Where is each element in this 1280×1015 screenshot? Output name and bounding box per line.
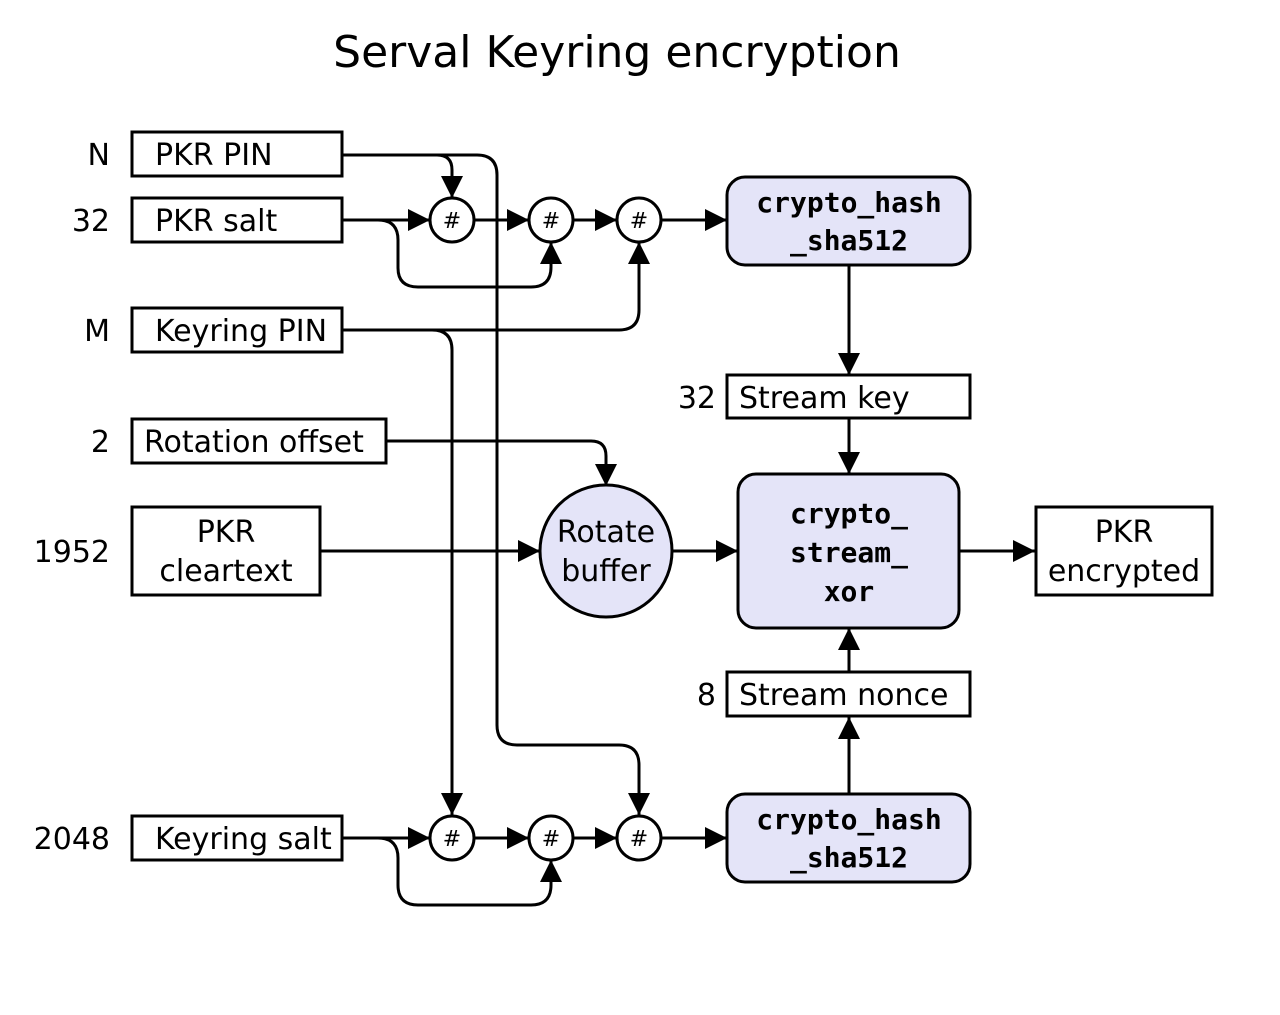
hash-node-circle — [428, 814, 476, 862]
function-label-line-1: crypto_ — [790, 497, 908, 530]
hash-node-circle — [527, 196, 575, 244]
hash-symbol: # — [443, 827, 461, 852]
input-box — [130, 196, 344, 244]
function-box — [725, 175, 972, 267]
hash-node-bottom-1: # — [428, 814, 476, 862]
wire-keyring-salt-to-bottom-hash2 — [342, 836, 562, 907]
input-pkr-salt: 32 PKR salt — [72, 196, 344, 244]
input-box — [130, 130, 344, 178]
input-label-line-2: cleartext — [159, 554, 292, 589]
input-pkr-pin: N PKR PIN — [88, 130, 344, 178]
input-box — [130, 505, 322, 597]
input-label-line-1: PKR — [197, 515, 256, 550]
function-label-line-2: _sha512 — [790, 224, 908, 257]
wire-pkr-salt-to-hash2 — [342, 218, 562, 289]
input-box — [130, 306, 344, 354]
rotate-label-line-2: buffer — [561, 554, 651, 589]
rotate-buffer: Rotate buffer — [538, 483, 674, 619]
size-label: M — [84, 314, 110, 349]
size-label: 32 — [678, 381, 716, 416]
wire-rotation-offset-to-rotate — [386, 439, 617, 486]
hash-node-circle — [428, 196, 476, 244]
input-label: PKR PIN — [155, 138, 273, 173]
input-keyring-pin: M Keyring PIN — [84, 306, 344, 354]
input-box — [130, 417, 388, 465]
hash-node-circle — [527, 814, 575, 862]
input-pkr-cleartext: 1952 PKR cleartext — [34, 505, 322, 597]
hash-node-circle — [615, 814, 663, 862]
hash-node-top-3: # — [615, 196, 663, 244]
wires — [320, 153, 1035, 907]
function-label-line-2: stream_ — [790, 536, 908, 569]
function-label-line-3: xor — [824, 575, 875, 608]
input-box — [130, 814, 344, 862]
wire-keyring-pin-to-hash3 — [342, 242, 650, 332]
rotate-buffer-circle — [538, 483, 674, 619]
value-box — [725, 373, 972, 420]
input-label: Rotation offset — [144, 425, 364, 460]
hash-node-bottom-3: # — [615, 814, 663, 862]
output-label-line-2: encrypted — [1048, 554, 1200, 589]
hash-node-bottom-2: # — [527, 814, 575, 862]
wire-pkr-pin-to-bottom-hash3 — [342, 153, 650, 815]
size-label: 8 — [697, 678, 716, 713]
output-pkr-encrypted: PKR encrypted — [1034, 505, 1214, 597]
input-keyring-salt: 2048 Keyring salt — [34, 814, 344, 862]
function-box — [725, 792, 972, 884]
crypto-stream-xor: crypto_ stream_ xor — [736, 472, 961, 630]
hash-node-top-2: # — [527, 196, 575, 244]
function-label-line-1: crypto_hash — [756, 186, 941, 219]
crypto-hash-bottom: crypto_hash _sha512 — [725, 792, 972, 884]
input-label: PKR salt — [155, 204, 277, 239]
function-label-line-1: crypto_hash — [756, 803, 941, 836]
crypto-hash-top: crypto_hash _sha512 — [725, 175, 972, 267]
wire-keyring-pin-to-bottom-hash1 — [342, 328, 463, 815]
stream-key: 32 Stream key — [678, 373, 972, 420]
size-label: 2048 — [34, 822, 110, 857]
output-label-line-1: PKR — [1095, 515, 1154, 550]
function-label-line-2: _sha512 — [790, 841, 908, 874]
rotate-label-line-1: Rotate — [557, 515, 655, 550]
hash-symbol: # — [542, 209, 560, 234]
function-box — [736, 472, 961, 630]
hash-symbol: # — [630, 827, 648, 852]
size-label: 32 — [72, 204, 110, 239]
output-box — [1034, 505, 1214, 597]
hash-symbol: # — [542, 827, 560, 852]
hash-node-top-1: # — [428, 196, 476, 244]
stream-nonce: 8 Stream nonce — [697, 670, 972, 718]
size-label: 1952 — [34, 535, 110, 570]
hash-node-circle — [615, 196, 663, 244]
input-label: Keyring PIN — [155, 314, 327, 349]
input-label: Keyring salt — [155, 822, 332, 857]
size-label: 2 — [91, 425, 110, 460]
size-label: N — [88, 138, 110, 173]
hash-symbol: # — [630, 209, 648, 234]
page-title: Serval Keyring encryption — [333, 27, 901, 78]
value-label: Stream nonce — [739, 678, 948, 713]
hash-symbol: # — [443, 209, 461, 234]
value-box — [725, 670, 972, 718]
value-label: Stream key — [739, 381, 910, 416]
wire-pkr-pin-to-hash1 — [342, 153, 463, 198]
input-rotation-offset: 2 Rotation offset — [91, 417, 388, 465]
